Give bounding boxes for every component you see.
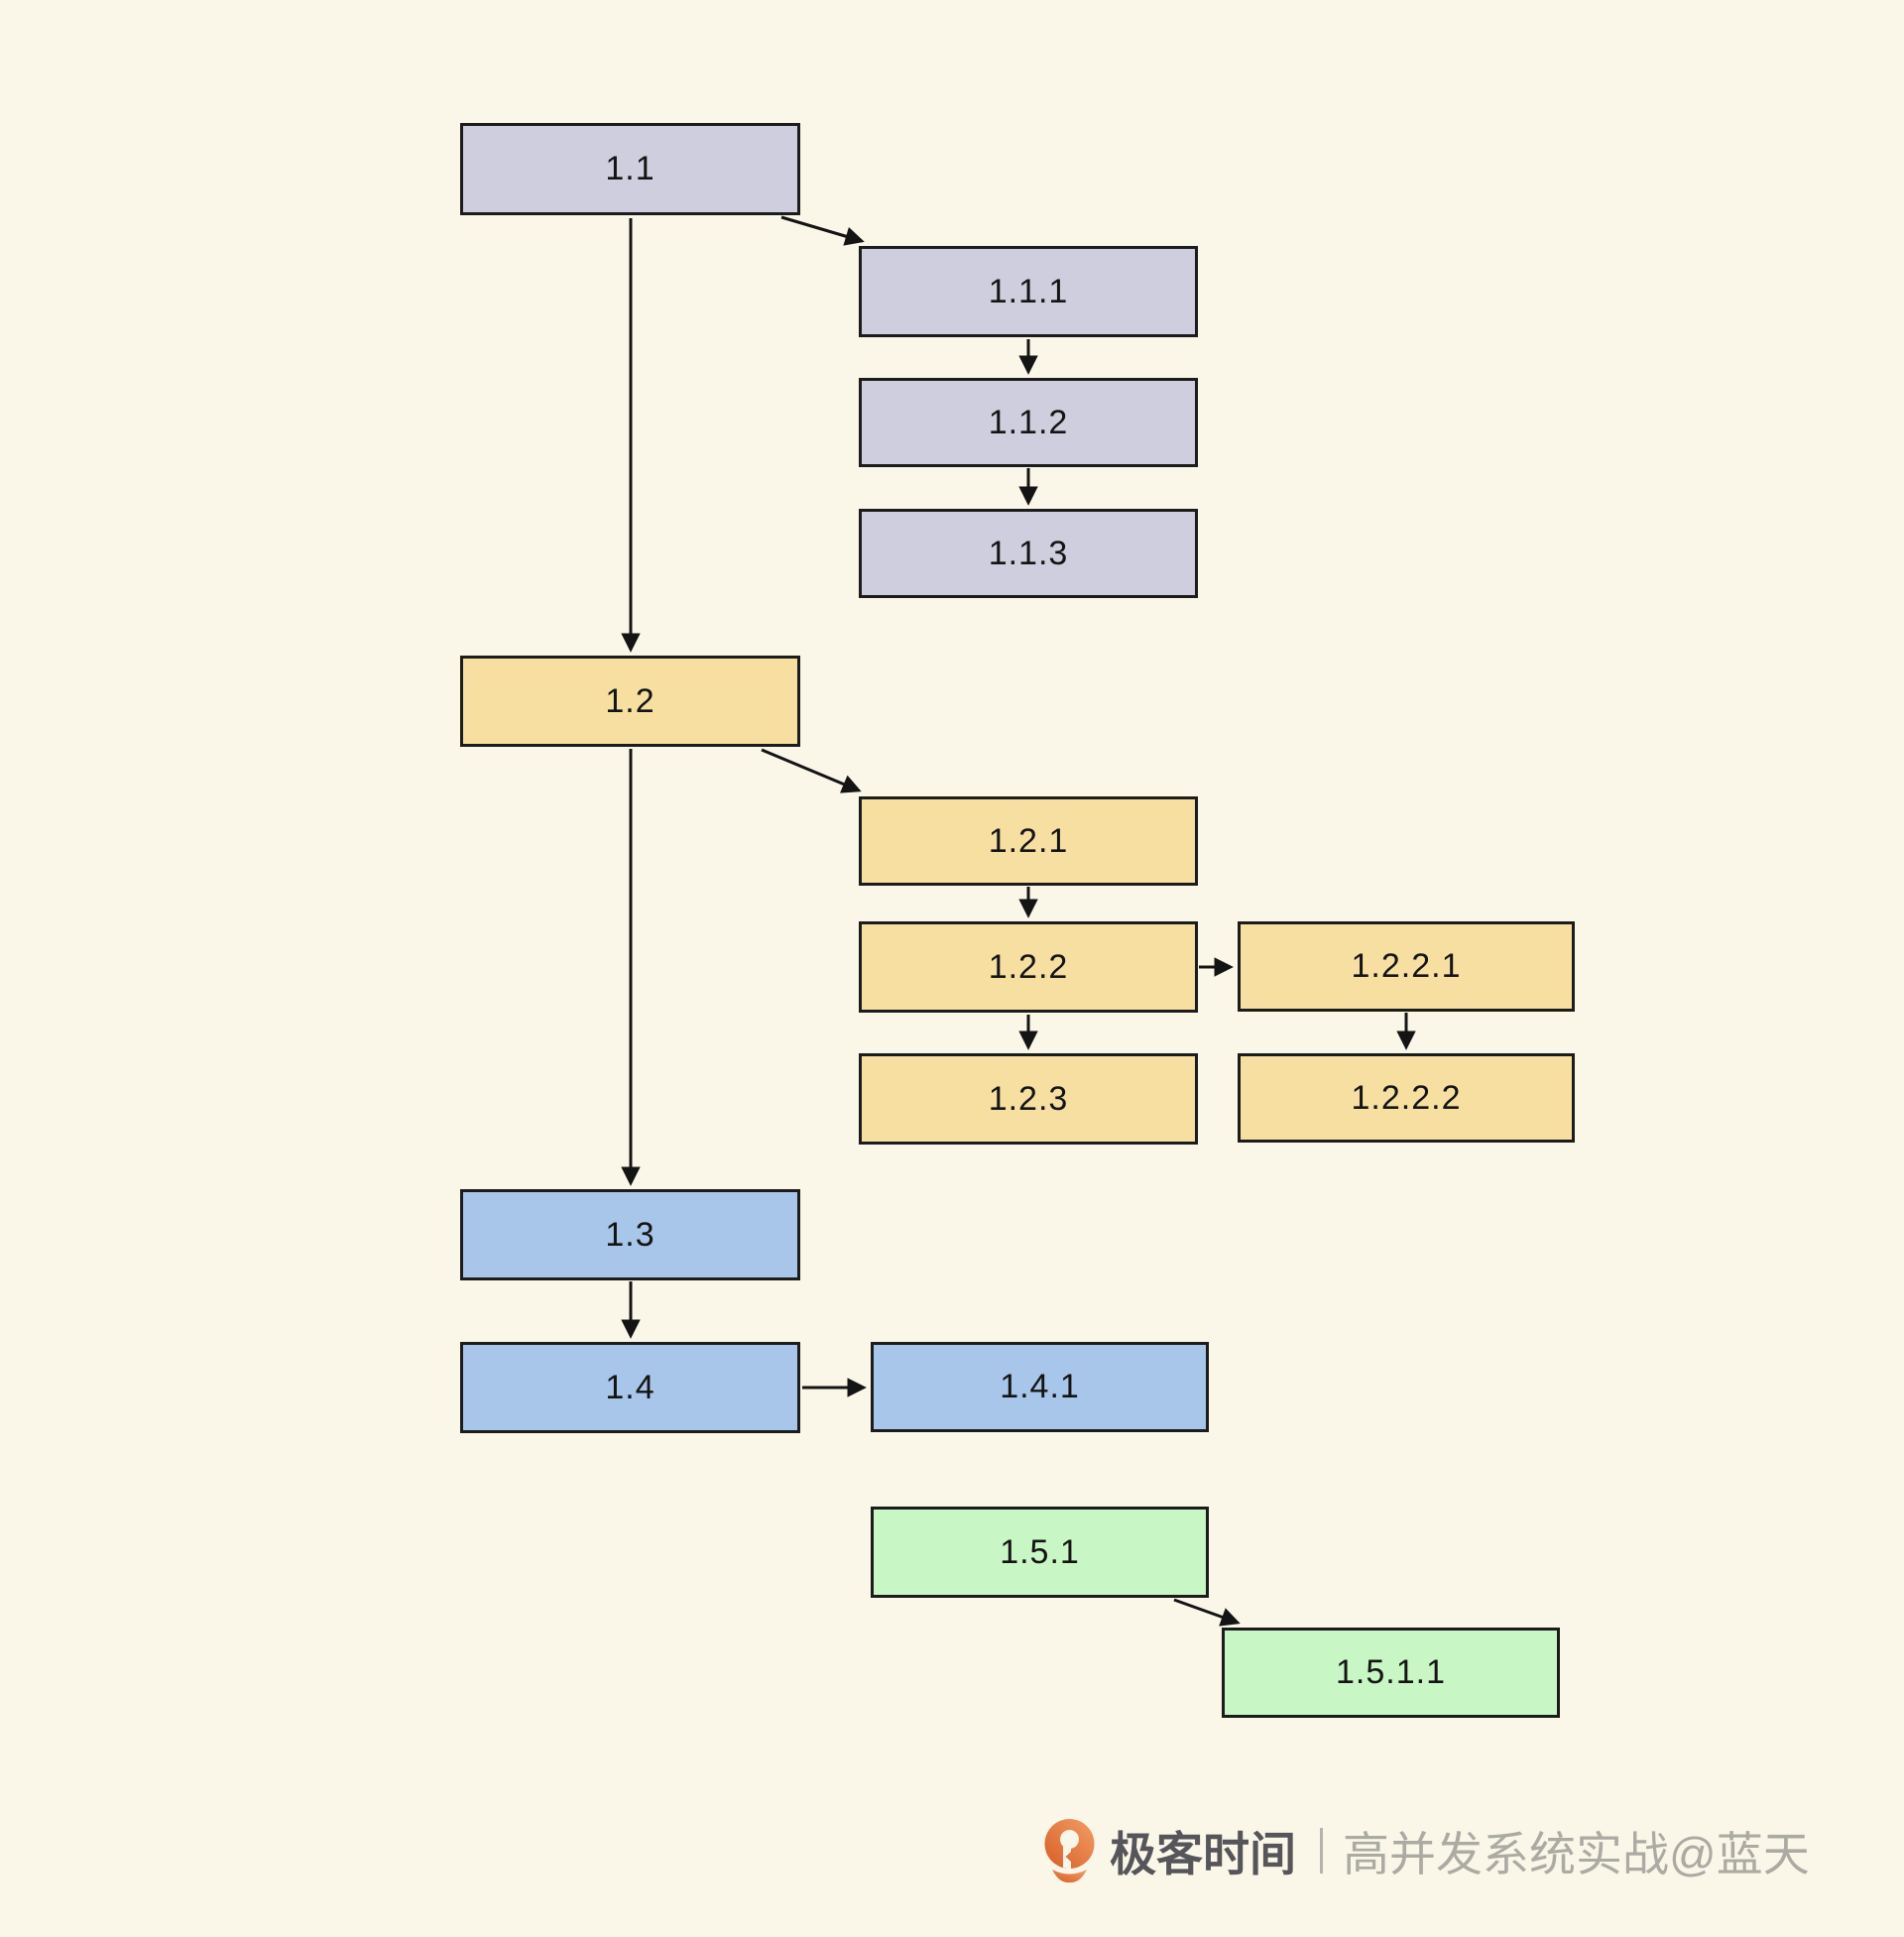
node-1-2-3: 1.2.3 [859, 1053, 1198, 1145]
node-1-1: 1.1 [460, 123, 800, 215]
node-1-2: 1.2 [460, 656, 800, 747]
node-1-5-1-1: 1.5.1.1 [1222, 1628, 1560, 1718]
node-1-1-3: 1.1.3 [859, 509, 1198, 598]
watermark: 极客时间 高并发系统实战@蓝天 [1041, 1816, 1810, 1884]
node-1-4-1: 1.4.1 [871, 1342, 1209, 1432]
node-1-2-2-1: 1.2.2.1 [1238, 921, 1575, 1012]
node-1-1-1: 1.1.1 [859, 246, 1198, 337]
node-1-2-1: 1.2.1 [859, 796, 1198, 886]
node-1-5-1: 1.5.1 [871, 1507, 1209, 1598]
node-1-1-2: 1.1.2 [859, 378, 1198, 467]
watermark-caption: 高并发系统实战@蓝天 [1343, 1828, 1810, 1880]
edge-1-5-1-to-1-5-1-1 [1173, 1598, 1241, 1627]
watermark-brand: 极客时间 [1110, 1828, 1296, 1880]
watermark-separator [1320, 1827, 1323, 1874]
node-1-2-2: 1.2.2 [859, 921, 1198, 1013]
node-1-2-2-2: 1.2.2.2 [1238, 1053, 1575, 1143]
edge-1-2-to-1-2-1 [761, 748, 862, 793]
node-1-3: 1.3 [460, 1189, 800, 1280]
edge-1-1-to-1-1-1 [780, 215, 865, 246]
geektime-logo-icon [1044, 1819, 1095, 1883]
node-1-4: 1.4 [460, 1342, 800, 1433]
